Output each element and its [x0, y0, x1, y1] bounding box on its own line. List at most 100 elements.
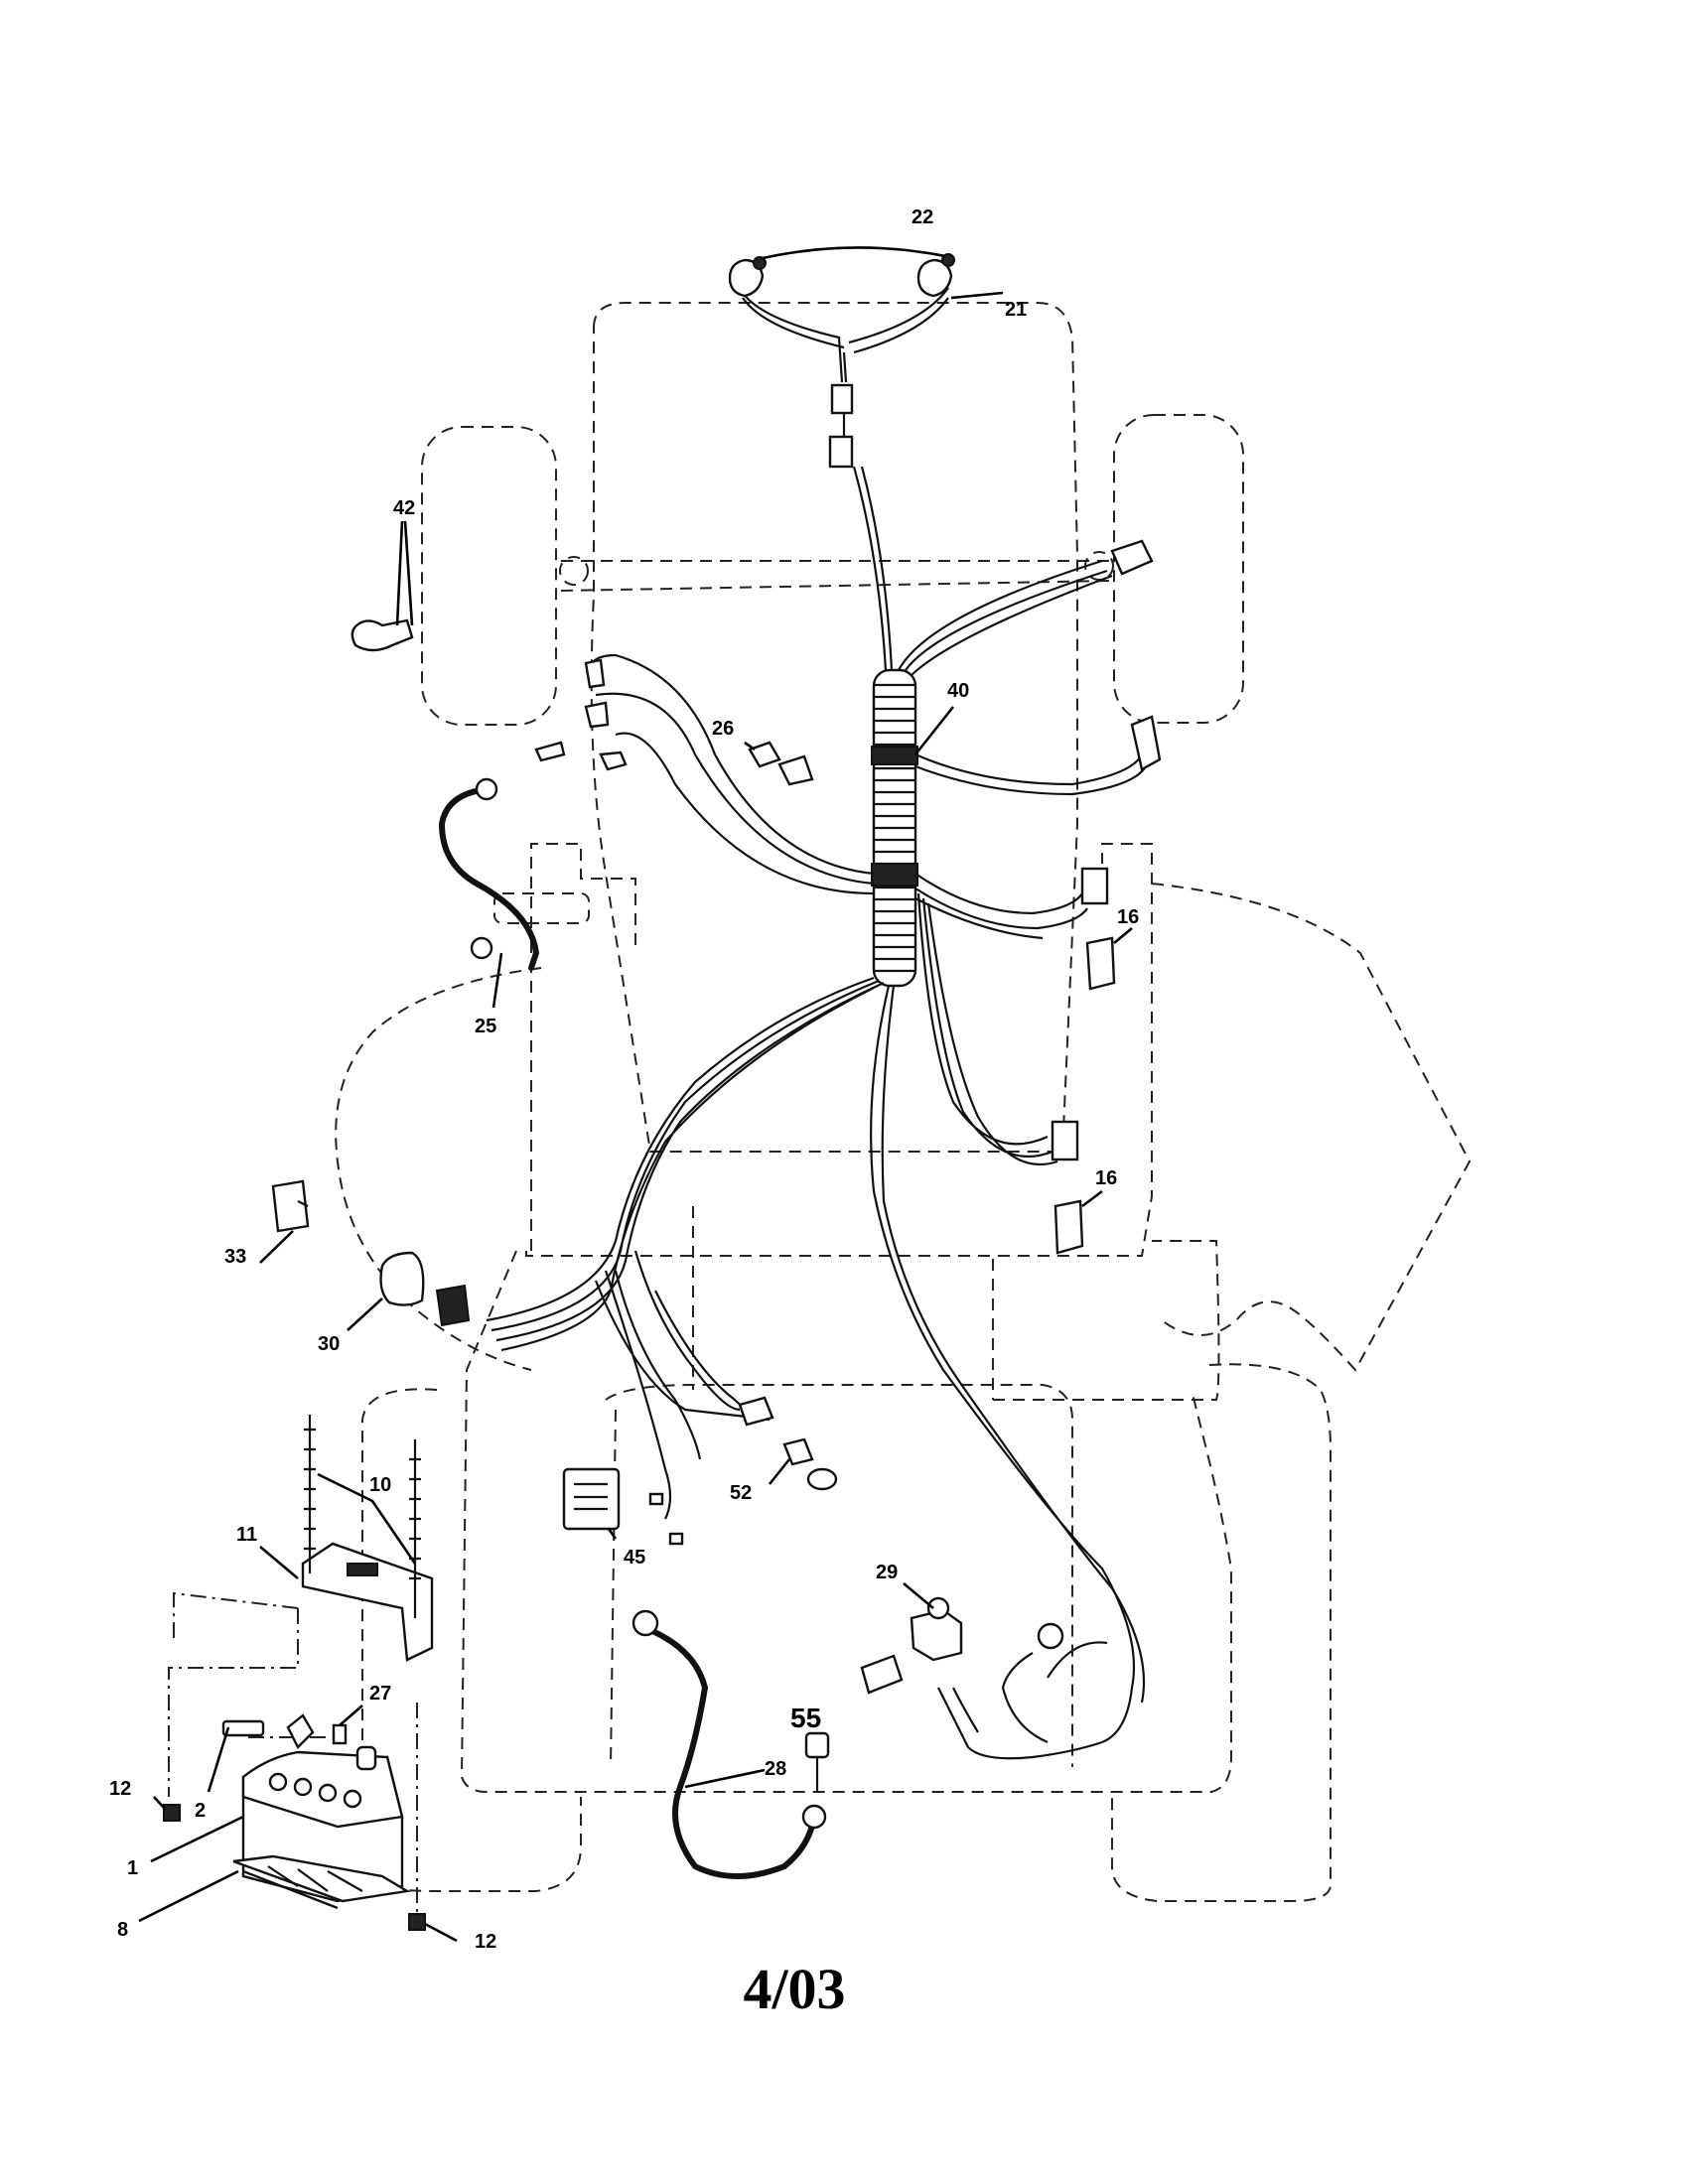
- hour-meter-face: [574, 1482, 608, 1511]
- callout-27: 27: [369, 1683, 391, 1705]
- right-mid-connector: [1130, 715, 1162, 771]
- leader-33: [259, 1230, 294, 1264]
- hold-down-hardware: [163, 1415, 434, 1931]
- right-mid-switch-run: [914, 752, 1149, 796]
- solenoid-plug: [860, 1654, 904, 1695]
- battery-hold-down-outline: [168, 1591, 299, 1797]
- right-rear-tire: [1111, 1363, 1332, 1902]
- footer-code: 4/03: [743, 1957, 845, 2021]
- interlock-switch-lower: [1053, 1199, 1084, 1255]
- leader-1: [150, 1815, 244, 1863]
- leader-30: [347, 1297, 383, 1331]
- ground-terminal-top: [475, 777, 498, 801]
- leader-27: [339, 1705, 363, 1726]
- front-axle: [560, 560, 1113, 592]
- right-front-switch: [1110, 539, 1154, 576]
- battery-cable-28: [642, 1625, 817, 1879]
- frame-outline: [525, 843, 1153, 1257]
- headlight-left: [728, 258, 765, 298]
- hour-meter: [562, 1467, 621, 1531]
- leader-26: [744, 741, 756, 751]
- fuse-52: [782, 1437, 814, 1466]
- headlight-lead: [852, 466, 894, 671]
- wiring: [438, 287, 1149, 1879]
- headlight-bulb-right: [941, 253, 955, 267]
- leader-21: [950, 291, 1004, 300]
- headlight-bulb-left: [753, 256, 767, 270]
- terminal-clip: [286, 1713, 315, 1750]
- leader-25: [491, 952, 503, 1009]
- left-lamp-socket-lower: [584, 701, 610, 729]
- bracket-slot: [347, 1563, 378, 1576]
- grommet-42: [351, 618, 414, 652]
- leader-45: [607, 1528, 618, 1540]
- solenoid-run: [870, 985, 1146, 1744]
- starter-coil: [937, 1687, 1103, 1760]
- callout-52: 52: [730, 1482, 752, 1504]
- interlock-switch-upper: [1085, 936, 1116, 991]
- ground-terminal-bottom: [470, 936, 493, 960]
- battery-ring-terminal: [632, 1609, 659, 1637]
- headlight-connector-lower: [828, 435, 854, 469]
- leader-16b: [1081, 1189, 1103, 1208]
- rod-thread-right: [409, 1457, 421, 1580]
- leader-2: [207, 1726, 230, 1793]
- tray-ribs: [267, 1865, 363, 1892]
- ignition-switch: [379, 1251, 425, 1306]
- callout-16-upper: 16: [1117, 906, 1139, 928]
- callout-12-right: 12: [475, 1931, 496, 1953]
- leader-16a: [1113, 927, 1133, 944]
- battery-cell-cap: [318, 1783, 338, 1803]
- callout-12-left: 12: [109, 1778, 131, 1800]
- leader-10: [317, 1472, 417, 1565]
- meter-lead-terminal-2: [668, 1532, 684, 1546]
- hold-down-bracket: [301, 1542, 434, 1662]
- components: [271, 253, 1162, 1830]
- bolt-2: [221, 1719, 265, 1737]
- hood-outline: [590, 302, 1078, 1153]
- fuse-52-loop: [806, 1467, 838, 1491]
- harness-conduit: [871, 668, 918, 988]
- right-front-tire: [1113, 414, 1244, 724]
- leader-12a: [153, 1796, 166, 1810]
- conduit-band: [871, 863, 918, 887]
- battery: [232, 1745, 411, 1910]
- fuse: [777, 754, 814, 786]
- headlight-connector-upper: [830, 383, 854, 415]
- nut-12-right: [408, 1913, 426, 1931]
- tractor-outline: [335, 302, 1472, 1902]
- leader-29: [903, 1582, 934, 1609]
- seat-switch-run: [914, 873, 1088, 940]
- callout-29: 29: [876, 1562, 898, 1583]
- center-drops: [594, 1250, 756, 1520]
- leader-52: [768, 1458, 791, 1485]
- leader-22: [762, 246, 946, 260]
- fuse-holder: [748, 741, 781, 768]
- leader-42: [395, 520, 414, 626]
- callout-labels: 22 21 42 40 26 16 16 25 33 30 10 11 27 2…: [109, 206, 1139, 1953]
- battery-terminal: [355, 1745, 377, 1771]
- callout-28: 28: [765, 1758, 786, 1780]
- callout-2: 2: [195, 1800, 206, 1822]
- headlight-harness: [739, 287, 949, 383]
- left-front-tire: [421, 426, 557, 726]
- callout-10: 10: [369, 1474, 391, 1496]
- leader-12b: [424, 1922, 458, 1943]
- callout-11: 11: [236, 1524, 257, 1546]
- callout-8: 8: [117, 1919, 128, 1941]
- lower-switch-run: [916, 892, 1058, 1166]
- callout-16-lower: 16: [1095, 1167, 1117, 1189]
- rod-thread-left: [304, 1428, 316, 1551]
- callout-1: 1: [127, 1857, 138, 1879]
- ignition-connector: [435, 1284, 471, 1327]
- rectifier-lead: [297, 1200, 309, 1207]
- leader-11: [259, 1546, 299, 1579]
- bolt-55: [804, 1731, 830, 1759]
- battery-group: [168, 1591, 418, 1916]
- lower-switch-connector: [1051, 1120, 1079, 1161]
- pto-connector: [738, 1396, 774, 1427]
- callout-55: 55: [790, 1703, 821, 1733]
- solenoid-ring-terminal: [1037, 1622, 1064, 1650]
- callout-42: 42: [393, 497, 415, 519]
